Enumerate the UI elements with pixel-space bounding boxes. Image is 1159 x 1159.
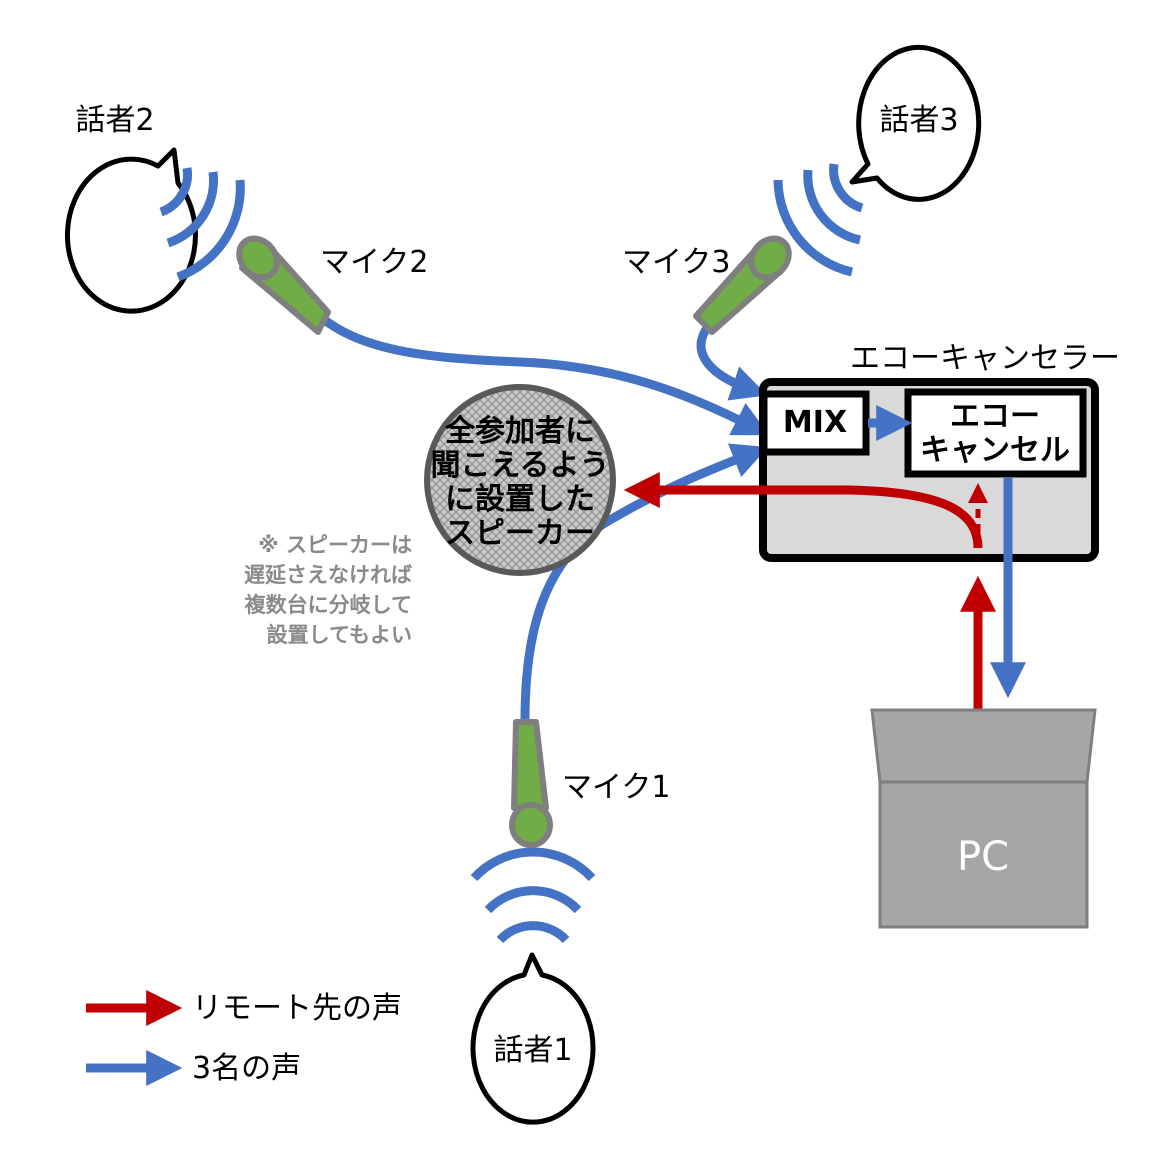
speaker-1: 話者1	[470, 952, 596, 1125]
pc-body	[878, 780, 1089, 929]
speaker-note: ※ スピーカーは 遅延さえなければ 複数台に分岐して 設置してもよい	[244, 533, 412, 647]
mix-label: MIX	[783, 405, 847, 440]
legend: リモート先の声 3名の声	[86, 990, 402, 1086]
loudspeaker: 全参加者に 聞こえるよう に設置した スピーカー	[424, 384, 616, 576]
wave	[773, 179, 854, 277]
note-line3: 複数台に分岐して	[244, 593, 412, 617]
wave	[470, 847, 596, 882]
wave	[159, 167, 192, 217]
remote-voice-to-speaker	[623, 472, 983, 549]
note-line1: ※ スピーカーは	[258, 533, 412, 557]
legend-remote-voice-label: リモート先の声	[192, 991, 402, 1026]
mic2-wire	[315, 311, 770, 436]
wave	[484, 886, 582, 914]
loudspeaker-grille	[424, 384, 616, 576]
speaker-3: 話者3	[849, 44, 982, 202]
wave	[496, 921, 570, 944]
legend-item-local-voice: 3名の声	[86, 1050, 301, 1086]
speaker-2-bubble	[64, 147, 198, 314]
pc-lid	[870, 708, 1097, 784]
speaker-3-sound-waves	[773, 163, 864, 277]
speaker-3-bubble	[849, 44, 982, 202]
mic-2-head	[236, 235, 280, 281]
speaker-2-label: 話者2	[75, 103, 154, 138]
speaker-1-bubble	[470, 952, 596, 1125]
pc: PC	[870, 708, 1097, 929]
loudspeaker-line4: スピーカー	[445, 516, 595, 551]
legend-item-remote-voice: リモート先の声	[86, 990, 402, 1026]
mic-3: マイク3	[622, 235, 792, 335]
wave	[176, 179, 245, 282]
echo-cancel-label-line1: エコー	[950, 399, 1040, 434]
speaker-2: 話者2	[64, 103, 198, 314]
speaker-1-label: 話者1	[493, 1033, 572, 1068]
loudspeaker-line3: に設置した	[445, 482, 595, 517]
wave	[166, 171, 218, 248]
legend-local-voice-label: 3名の声	[192, 1051, 301, 1086]
pc-label: PC	[957, 834, 1009, 880]
wave	[829, 163, 864, 213]
loudspeaker-line1: 全参加者に	[444, 414, 595, 449]
note-line2: 遅延さえなければ	[244, 563, 412, 587]
mic-3-head	[748, 235, 792, 281]
mic-2: マイク2	[236, 235, 429, 335]
mic-1: マイク1	[509, 719, 671, 848]
echo-canceller-title: エコーキャンセラー	[850, 341, 1120, 376]
note-line4: 設置してもよい	[267, 623, 412, 647]
mic-2-label: マイク2	[320, 245, 429, 280]
mic-1-label: マイク1	[562, 770, 671, 805]
speaker-2-sound-waves	[159, 167, 245, 282]
mic-1-handle	[511, 719, 549, 811]
mix-block	[760, 390, 870, 456]
echo-canceller-unit: エコーキャンセラー MIX エコー キャンセル	[759, 341, 1120, 562]
mic-3-label: マイク3	[622, 245, 731, 280]
loudspeaker-line2: 聞こえるよう	[430, 448, 609, 483]
speaker-3-label: 話者3	[879, 103, 958, 138]
speaker-1-sound-waves	[470, 847, 596, 944]
echo-cancel-label-line2: キャンセル	[920, 433, 1070, 468]
wave	[803, 169, 862, 245]
mic-1-head	[509, 802, 553, 848]
